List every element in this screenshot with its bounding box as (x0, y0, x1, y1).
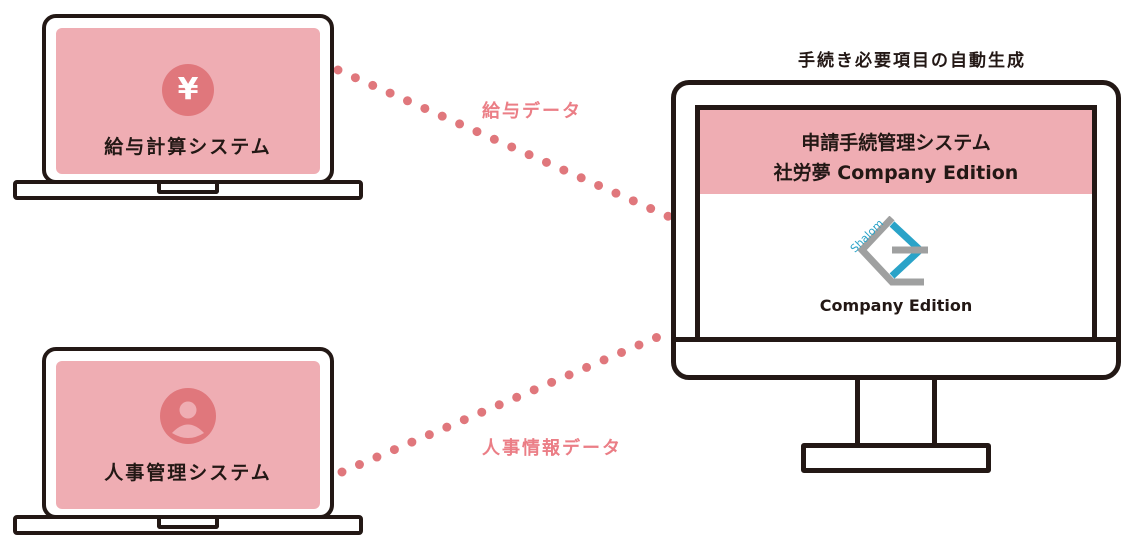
laptop-notch (157, 519, 219, 529)
system-name-header: 申請手続管理システム 社労夢 Company Edition (700, 110, 1092, 194)
hr-connector (337, 331, 665, 477)
shalom-logo-icon: Shalom (848, 216, 928, 286)
monitor-screen: 申請手続管理システム 社労夢 Company Edition Shalom Co… (695, 105, 1097, 337)
logo-area: Shalom Company Edition (700, 194, 1092, 337)
system-name-line2: 社労夢 Company Edition (773, 162, 1019, 184)
system-name-line1: 申請手続管理システム (801, 132, 991, 154)
laptop-notch (157, 184, 219, 194)
monitor-stand-neck (855, 380, 937, 446)
yen-icon: ¥ (162, 64, 214, 116)
payroll-connector (333, 65, 677, 223)
hr-data-label: 人事情報データ (482, 438, 622, 459)
monitor-stand-base (801, 443, 991, 473)
hr-system-label: 人事管理システム (104, 462, 272, 484)
logo-caption: Company Edition (819, 296, 973, 315)
payroll-system-label: 給与計算システム (104, 136, 272, 158)
person-icon (160, 388, 216, 444)
diagram-title: 手続き必要項目の自動生成 (798, 51, 1026, 71)
payroll-data-label: 給与データ (482, 101, 582, 122)
monitor-bezel-line (671, 337, 1121, 342)
